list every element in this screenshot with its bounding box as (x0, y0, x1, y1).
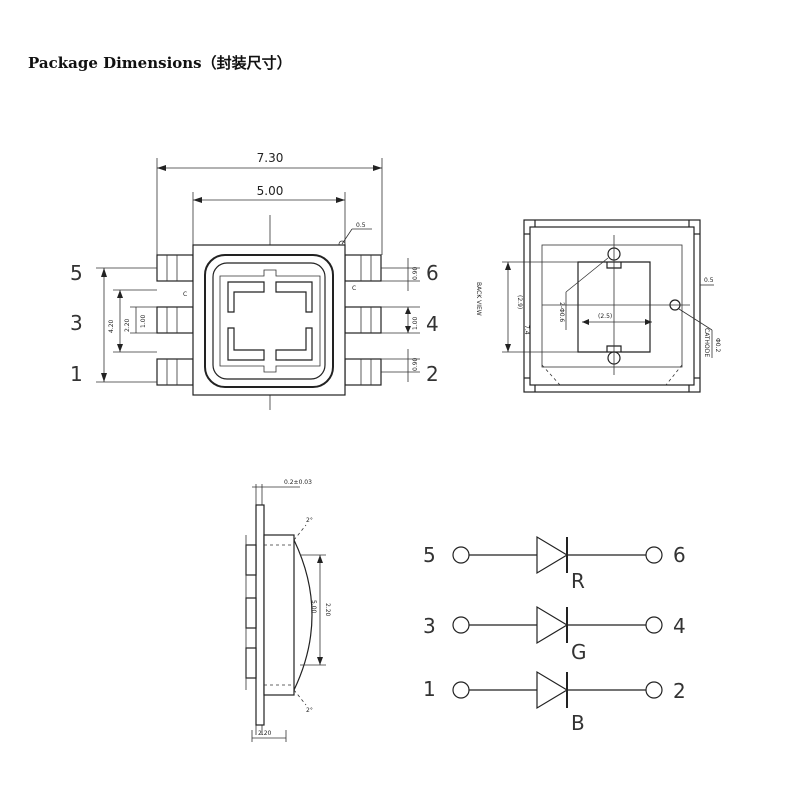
diode-color-g: G (571, 640, 587, 664)
schematic-row-g: 3 4 G (423, 605, 686, 664)
dim-angle-bottom: 2° (306, 707, 313, 714)
schematic-row-b: 1 2 B (423, 670, 686, 735)
schematic-pin-2: 2 (673, 679, 686, 703)
front-view: 7.30 5.00 0.5 (70, 151, 439, 410)
pin-2-label: 2 (426, 362, 439, 386)
side-view: 0.2±0.03 2° 2° 2.20 5.00 2.20 (245, 479, 331, 742)
dim-back-holes: 2-Φ0.6 (558, 302, 565, 322)
dim-back-right: 0.5 (704, 277, 714, 284)
diode-color-r: R (571, 569, 585, 593)
schematic-pin-1: 1 (423, 677, 436, 701)
dim-lens: 5.00 (310, 600, 317, 614)
dim-back-width: (2.5) (598, 313, 612, 320)
label-cathode: CATHODE (703, 328, 710, 357)
dim-angle-top: 2° (306, 517, 313, 524)
label-back-view: BACK VIEW (475, 282, 482, 316)
dim-left-inner: 2.20 (124, 318, 131, 332)
diode-green-icon (536, 605, 569, 645)
diode-red-icon (536, 535, 569, 575)
dim-right-top: 0.90 (412, 266, 419, 280)
dim-left-outer: 4.20 (108, 319, 115, 333)
dim-back-inner: (2.9) (516, 295, 523, 309)
pin-1-label: 1 (70, 362, 83, 386)
label-c-left: C (183, 291, 187, 298)
back-view: 7.4 (2.9) BACK VIEW 2-Φ0.6 (2.5) 0.5 Φ0.… (475, 219, 721, 393)
dim-overall-width: 7.30 (257, 151, 284, 165)
schematic-pin-6: 6 (673, 543, 686, 567)
schematic-pin-3: 3 (423, 614, 436, 638)
diode-color-b: B (571, 711, 585, 735)
schematic-pin-4: 4 (673, 614, 686, 638)
dim-side-length: 2.20 (324, 603, 331, 617)
diode-blue-icon (536, 670, 569, 710)
dim-corner: 0.5 (356, 222, 366, 229)
dim-left-pitch: 1.00 (140, 314, 147, 328)
dim-back-height: 7.4 (523, 325, 530, 335)
dim-right-bottom: 0.90 (412, 357, 419, 371)
pin-4-label: 4 (426, 312, 439, 336)
pin-5-label: 5 (70, 261, 83, 285)
dim-back-circle: Φ0.2 (714, 338, 721, 352)
pin-3-label: 3 (70, 311, 83, 335)
schematic-row-r: 5 6 R (423, 535, 686, 593)
dim-body-width: 5.00 (257, 184, 284, 198)
label-c-right: C (352, 285, 356, 292)
schematic-pin-5: 5 (423, 543, 436, 567)
pin-6-label: 6 (426, 261, 439, 285)
dim-side-bottom: 2.20 (258, 730, 272, 737)
dim-right-mid: 1.00 (412, 316, 419, 330)
page-title: Package Dimensions（封装尺寸） (28, 54, 292, 72)
dim-side-top: 0.2±0.03 (284, 479, 312, 486)
schematic: 5 6 R 3 4 G 1 (423, 535, 686, 735)
